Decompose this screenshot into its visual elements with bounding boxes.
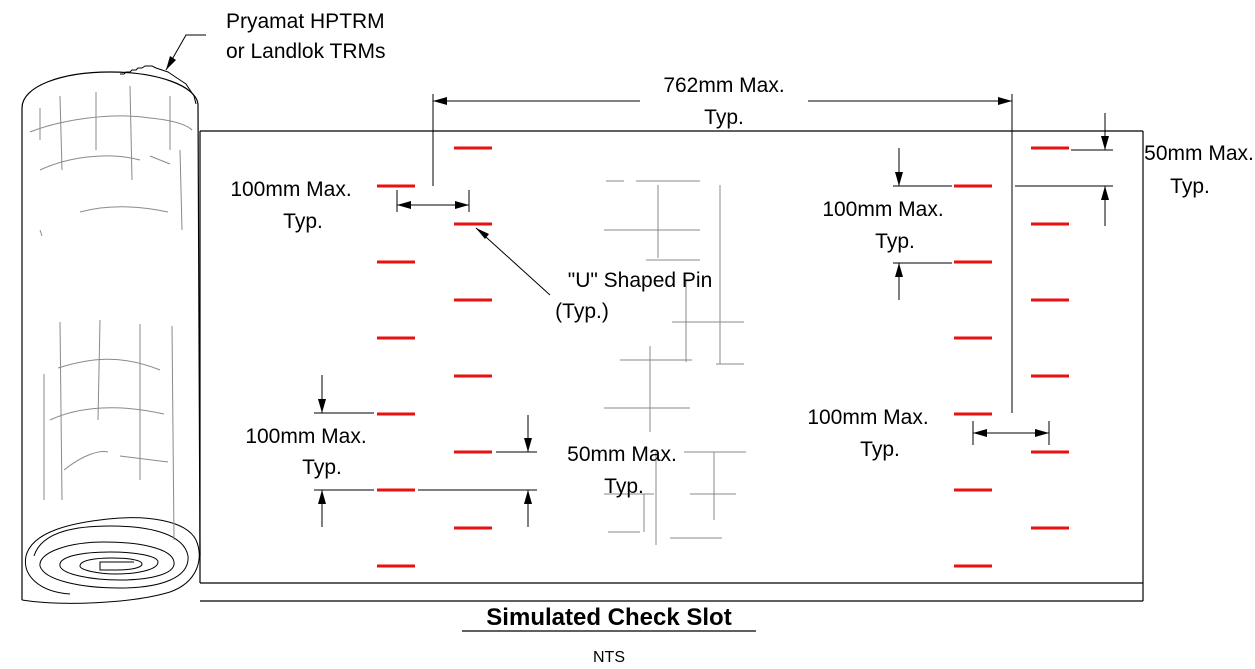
- left-100-bottom-label-line1: 100mm Max.: [245, 425, 366, 448]
- labels: Pryamat HPTRM or Landlok TRMs 762mm Max.…: [226, 10, 1254, 666]
- pin-label-line1: "U" Shaped Pin: [568, 269, 713, 292]
- mat-roll: [21, 65, 201, 604]
- left-100-bottom-label-line2: Typ.: [302, 456, 342, 479]
- top-right-50-label-line2: Typ.: [1170, 175, 1210, 198]
- mat-texture: [604, 180, 746, 545]
- left-100-top-label-line2: Typ.: [283, 210, 323, 233]
- mat-outline: [199, 130, 1144, 602]
- scale-note: NTS: [593, 649, 625, 666]
- mid-50-label-line2: Typ.: [604, 475, 644, 498]
- diagram-title: Simulated Check Slot: [486, 604, 731, 631]
- left-100-top-label-line1: 100mm Max.: [230, 178, 351, 201]
- material-label-line1: Pryamat HPTRM: [226, 10, 385, 33]
- right-100-top-label-line1: 100mm Max.: [822, 198, 943, 221]
- spacing-762-label-line2: Typ.: [704, 106, 744, 129]
- spacing-762-label-line1: 762mm Max.: [663, 74, 784, 97]
- right-100-bottom-label-line2: Typ.: [860, 438, 900, 461]
- pin-label-line2: (Typ.): [555, 300, 609, 323]
- material-label-line2: or Landlok TRMs: [226, 40, 386, 63]
- top-right-50-label-line1: 50mm Max.: [1144, 142, 1254, 165]
- mid-50-label-line1: 50mm Max.: [567, 443, 677, 466]
- right-100-bottom-label-line1: 100mm Max.: [807, 406, 928, 429]
- right-100-top-label-line2: Typ.: [875, 230, 915, 253]
- u-shaped-pins: [377, 146, 1069, 568]
- dimension-lines: [165, 34, 1113, 527]
